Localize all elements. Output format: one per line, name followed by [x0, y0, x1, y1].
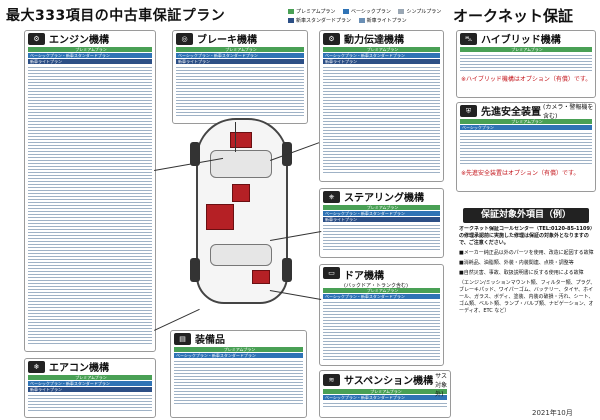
rear-window	[210, 244, 272, 266]
car-diagram	[190, 118, 292, 304]
door-section: ▭ドア機構(バックドア・トランク含む) プレミアムプラン ベーシックプラン・新車…	[319, 264, 444, 366]
connector-line	[235, 122, 236, 152]
legend-item: プレミアムプラン	[288, 8, 335, 17]
steering-parts-list	[323, 223, 440, 251]
gear-icon: ⚙	[323, 32, 340, 45]
equipment-icon: ▤	[174, 332, 191, 345]
brake-icon: ◎	[176, 32, 193, 45]
page-title: 最大333項目の中古車保証プラン	[6, 8, 226, 24]
hybrid-section: ⛍ハイブリッド機構 プレミアムプラン ※ハイブリッド機構はオプション（有償）です…	[456, 30, 596, 98]
legend-item: ベーシックプラン	[342, 8, 391, 17]
steering-section: ⎈ステアリング機構 プレミアムプラン ベーシックプラン・新車スタンダードプラン …	[319, 188, 444, 258]
exclusion-item: ■消耗品、油脂類、外装・内装関連、点検・調整等	[459, 260, 574, 266]
transmission-part	[206, 204, 234, 230]
aircon-section: ❄エアコン機構 プレミアムプラン ベーシックプラン・新車スタンダードプラン 新車…	[24, 358, 156, 418]
door-icon: ▭	[323, 267, 340, 279]
front-left-wheel	[190, 142, 200, 166]
rear-left-wheel	[190, 258, 200, 282]
engine-icon: ⚙	[28, 32, 45, 45]
legend-item: 新車スタンダードプラン	[288, 17, 351, 26]
hybrid-car-icon: ⛍	[460, 32, 477, 45]
plan-legend: プレミアムプラン ベーシックプラン シンプルプラン 新車スタンダードプラン 新車…	[288, 8, 458, 26]
engine-section: ⚙エンジン機構 プレミアムプラン ベーシックプラン・新車スタンダードプラン 新車…	[24, 30, 156, 352]
aircon-icon: ❄	[28, 360, 45, 373]
differential-part	[252, 270, 270, 284]
safety-icon: ⛨	[460, 104, 477, 117]
front-right-wheel	[282, 142, 292, 166]
steering-icon: ⎈	[323, 190, 340, 203]
brand-name: オークネット保証	[453, 7, 574, 25]
windshield	[210, 150, 272, 178]
brake-parts-list	[176, 65, 304, 117]
hybrid-parts-list	[460, 53, 592, 71]
exclusions-box: オークネット保証コールセンター（TEL:0120-85-1109）の修理承認前に…	[459, 226, 596, 404]
engine-parts-list	[28, 65, 152, 345]
suspension-icon: ≋	[323, 373, 340, 386]
exclusion-item: ■メーカー純正品以外のパーツを使用、改造に起因する故障	[459, 250, 594, 256]
aircon-parts-list	[28, 393, 152, 411]
brake-section: ◎ブレーキ機構 プレミアムプラン ベーシックプラン・新車スタンダードプラン 新車…	[172, 30, 308, 124]
equipment-parts-list	[174, 359, 303, 405]
door-parts-list	[323, 300, 440, 360]
drive-section: ⚙動力伝達機構 プレミアムプラン ベーシックプラン・新車スタンダードプラン 新車…	[319, 30, 444, 182]
suspension-parts-list	[323, 401, 447, 407]
legend-item: シンプルプラン	[398, 8, 441, 17]
suspension-section: ≋サスペンション機構(エアサス対象外) プレミアムプラン ベーシックプラン・新車…	[319, 370, 451, 418]
legend-item: 新車ライトプラン	[358, 17, 407, 26]
engine-part	[230, 132, 252, 148]
exclusion-item: ■自然災害、事故、取扱説明書に反する使用による故障	[459, 270, 584, 276]
exclusions-title: 保証対象外項目（例）	[463, 208, 589, 223]
drive-parts-list	[323, 65, 440, 175]
safety-section: ⛨先進安全装置(カメラ・警報機を含む) プレミアムプラン ベーシックプラン ※先…	[456, 102, 596, 192]
connector-line	[154, 308, 200, 331]
issue-date: 2021年10月	[532, 409, 573, 417]
exclusion-parts-list: （エンジン/ミッションマウント類、フィルター類、プラグ、ブレーキパッド、ワイパー…	[459, 280, 596, 314]
equipment-section: ▤装備品 プレミアムプラン ベーシックプラン・新車スタンダードプラン	[170, 330, 307, 418]
safety-parts-list	[460, 131, 592, 165]
rear-right-wheel	[282, 258, 292, 282]
steering-part	[232, 184, 250, 202]
exclusions-contact: オークネット保証コールセンター（TEL:0120-85-1109）の修理承認前に…	[459, 226, 595, 246]
